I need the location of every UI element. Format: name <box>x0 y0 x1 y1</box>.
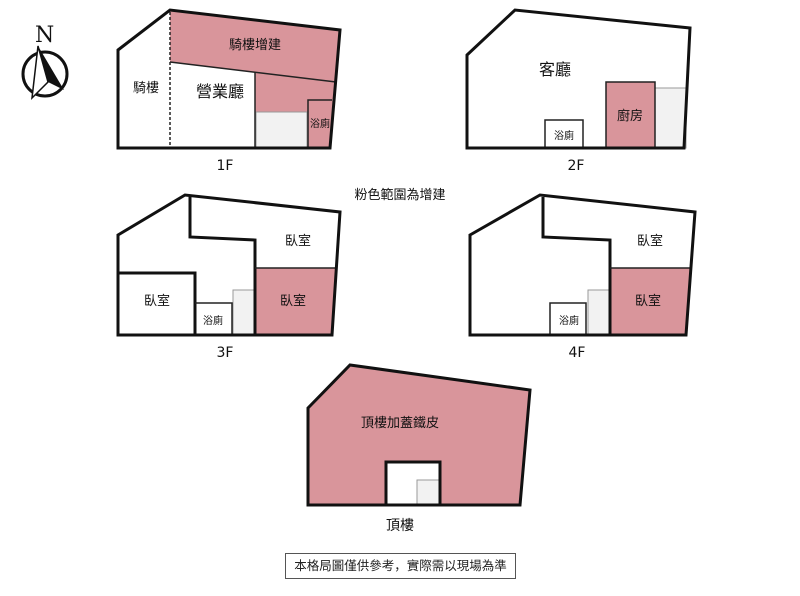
floor-label: 3F <box>217 345 234 361</box>
floor-3f: 臥室 臥室 臥室 浴廁 3F <box>116 193 342 361</box>
floor-label: 1F <box>217 158 234 174</box>
floor-label: 4F <box>569 345 586 361</box>
room-label: 廚房 <box>617 108 643 124</box>
floor-label: 2F <box>568 158 585 174</box>
stairs-icon <box>232 289 256 336</box>
room-label: 浴廁 <box>310 117 330 130</box>
room-label: 頂樓加蓋鐵皮 <box>361 415 439 431</box>
floor-1f: 騎樓 騎樓增建 營業廳 浴廁 1F <box>116 8 342 174</box>
room-label: 臥室 <box>144 293 170 309</box>
floor-2f: 客廳 廚房 浴廁 2F <box>465 8 692 174</box>
floor-label: 頂樓 <box>386 518 414 534</box>
room-label: 浴廁 <box>554 129 574 142</box>
compass-icon: N <box>21 23 69 101</box>
floor-roof: 頂樓加蓋鐵皮 頂樓 <box>306 363 532 534</box>
legend-text: 粉色範圍為增建 <box>354 187 445 203</box>
stairs-icon <box>587 289 611 336</box>
room-label: 臥室 <box>635 293 661 309</box>
room-label: 客廳 <box>539 60 571 79</box>
room-label: 臥室 <box>280 293 306 309</box>
stairs-icon <box>255 111 308 149</box>
room-label: 騎樓 <box>133 81 159 96</box>
room-label: 浴廁 <box>203 314 223 327</box>
stairs-icon <box>654 87 687 149</box>
room-label: 浴廁 <box>559 314 579 327</box>
stairs-icon <box>416 479 440 506</box>
disclaimer-note: 本格局圖僅供參考，實際需以現場為準 <box>285 553 516 579</box>
room-label: 臥室 <box>637 233 663 249</box>
floor-4f: 臥室 臥室 浴廁 4F <box>468 193 697 361</box>
compass-north-label: N <box>35 23 54 48</box>
room-label: 營業廳 <box>196 82 244 101</box>
room-label: 騎樓增建 <box>229 38 281 53</box>
room-label: 臥室 <box>285 233 311 249</box>
